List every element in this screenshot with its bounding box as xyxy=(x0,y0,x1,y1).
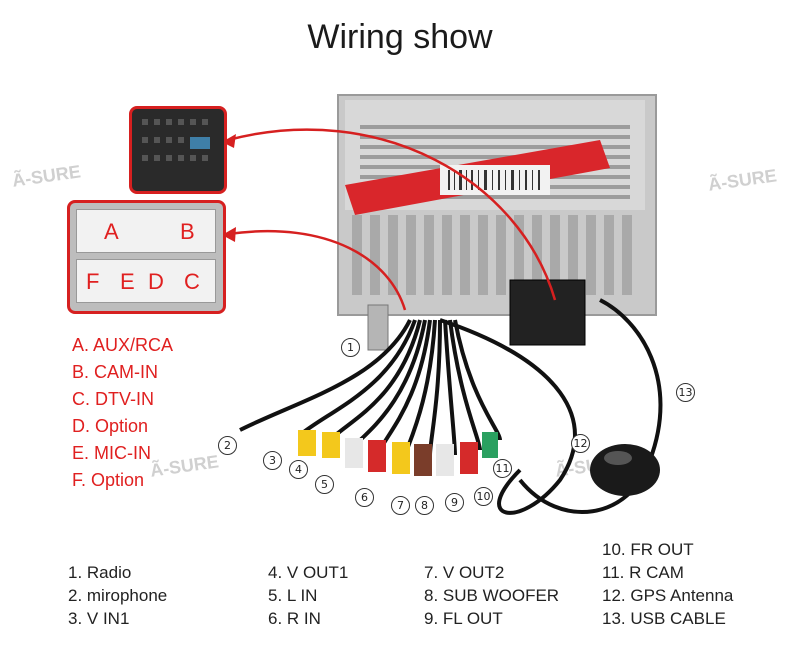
list-column-2: 4. V OUT1 5. L IN 6. R IN xyxy=(268,561,348,630)
legend-item-b: B. CAM-IN xyxy=(72,362,159,382)
callout-8: 8 xyxy=(415,496,434,515)
arrow-head-white xyxy=(222,227,236,242)
list-column-3: 7. V OUT2 8. SUB WOOFER 9. FL OUT xyxy=(424,561,559,630)
rca-plug-green xyxy=(482,432,498,458)
rca-plug-white-2 xyxy=(436,444,454,476)
callout-4: 4 xyxy=(289,460,308,479)
legend-item-c: C. DTV-IN xyxy=(72,389,155,409)
connector-legend: A. AUX/RCA B. CAM-IN C. DTV-IN D. Option… xyxy=(72,332,173,494)
list-item-4: 4. V OUT1 xyxy=(268,563,349,582)
list-item-3: 3. V IN1 xyxy=(68,609,130,628)
white-connector-closeup: A B F E D C xyxy=(67,200,226,314)
list-item-12: 12. GPS Antenna xyxy=(602,586,734,605)
callout-2: 2 xyxy=(218,436,237,455)
legend-item-f: F. Option xyxy=(72,470,145,490)
callout-7: 7 xyxy=(391,496,410,515)
arrow-head-black xyxy=(222,134,236,148)
legend-item-e: E. MIC-IN xyxy=(72,443,151,463)
harness-cable xyxy=(439,318,577,515)
black-connector-closeup xyxy=(129,106,227,194)
gps-antenna xyxy=(590,444,660,496)
list-item-6: 6. R IN xyxy=(268,609,321,628)
rca-plug-white-1 xyxy=(345,438,363,468)
callout-13: 13 xyxy=(676,383,695,402)
callout-10: 10 xyxy=(474,487,493,506)
connector-label-f: F xyxy=(86,269,100,294)
callout-9: 9 xyxy=(445,493,464,512)
legend-item-d: D. Option xyxy=(72,416,149,436)
list-item-13: 13. USB CABLE xyxy=(602,609,726,628)
rca-plug-red-1 xyxy=(368,440,386,472)
rca-plug-red-2 xyxy=(460,442,478,474)
list-item-10: 10. FR OUT xyxy=(602,540,694,559)
list-item-7: 7. V OUT2 xyxy=(424,563,505,582)
connector-label-e: E xyxy=(120,269,135,294)
rca-plugs xyxy=(298,430,498,476)
connector-label-a: A xyxy=(104,219,119,244)
list-column-1: 1. Radio 2. mirophone 3. V IN1 xyxy=(68,561,167,630)
callout-5: 5 xyxy=(315,475,334,494)
arrow-to-black-connector xyxy=(227,128,557,301)
barcode-label xyxy=(440,165,550,195)
list-item-5: 5. L IN xyxy=(268,586,318,605)
rca-plug-yellow-3 xyxy=(392,442,410,474)
connector-label-d: D xyxy=(148,269,164,294)
lower-connector-row xyxy=(76,259,216,303)
list-item-9: 9. FL OUT xyxy=(424,609,503,628)
radio-antenna-plug xyxy=(367,304,389,351)
callout-1: 1 xyxy=(341,338,360,357)
barcode-lines xyxy=(448,170,540,190)
connector-label-c: C xyxy=(184,269,200,294)
list-item-1: 1. Radio xyxy=(68,563,132,582)
connector-label-b: B xyxy=(180,219,195,244)
callout-12: 12 xyxy=(571,434,590,453)
list-column-4: 10. FR OUT 11. R CAM 12. GPS Antenna 13.… xyxy=(602,538,733,630)
callout-11: 11 xyxy=(493,459,512,478)
callout-3: 3 xyxy=(263,451,282,470)
gps-antenna-highlight xyxy=(604,451,632,465)
list-item-8: 8. SUB WOOFER xyxy=(424,586,560,605)
rca-plug-yellow-1 xyxy=(298,430,316,456)
upper-connector-row xyxy=(76,209,216,253)
page-title: Wiring show xyxy=(307,18,493,56)
legend-item-a: A. AUX/RCA xyxy=(72,335,174,355)
list-item-11: 11. R CAM xyxy=(602,563,684,582)
arrow-to-white-connector xyxy=(227,229,407,311)
rca-plug-brown xyxy=(414,444,432,476)
list-item-2: 2. mirophone xyxy=(68,586,168,605)
rca-plug-yellow-2 xyxy=(322,432,340,458)
callout-6: 6 xyxy=(355,488,374,507)
main-harness-plug xyxy=(509,279,586,346)
